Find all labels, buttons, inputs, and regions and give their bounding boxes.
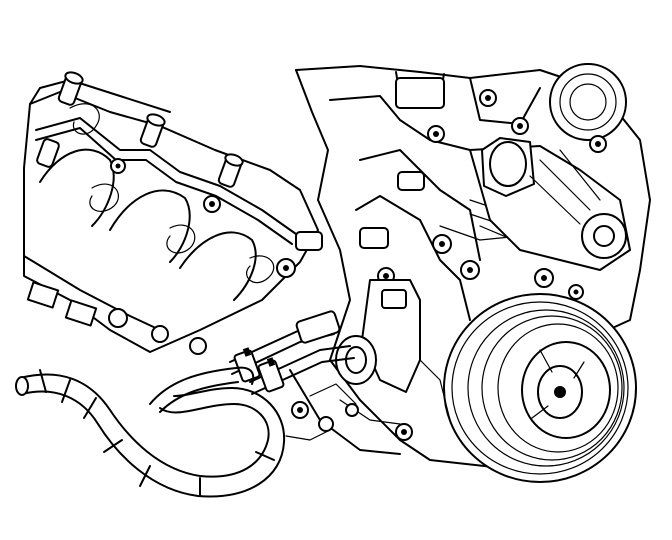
bolt [203,195,221,213]
bolt [427,125,445,143]
bolt [589,135,607,153]
coolant-outlet-housing [335,279,421,393]
fuel-injectors [36,71,244,188]
fuel-injector [139,113,166,148]
bolt [291,401,309,419]
bolt [511,117,529,135]
water-pump [469,137,631,271]
bolt [110,158,126,174]
fuel-injector [217,153,244,188]
bolt [534,268,554,288]
hose-clamp [233,347,261,383]
bolt [479,89,497,107]
bolt [432,234,452,254]
intake-manifold [23,79,319,355]
bolt [276,258,296,278]
fuel-injector [57,71,84,106]
lower-cover-details [285,359,451,441]
crankshaft-balancer-pulley [443,293,637,483]
bolt [460,260,480,280]
hose-clamp [257,357,285,393]
fuel-injector [36,138,60,168]
fuel-rail [35,103,297,284]
bolt [395,423,413,441]
heater-pipe-assembly [229,310,355,395]
heater-hoses [15,366,286,498]
mounting-bolts [110,89,607,441]
bolt [568,284,584,300]
